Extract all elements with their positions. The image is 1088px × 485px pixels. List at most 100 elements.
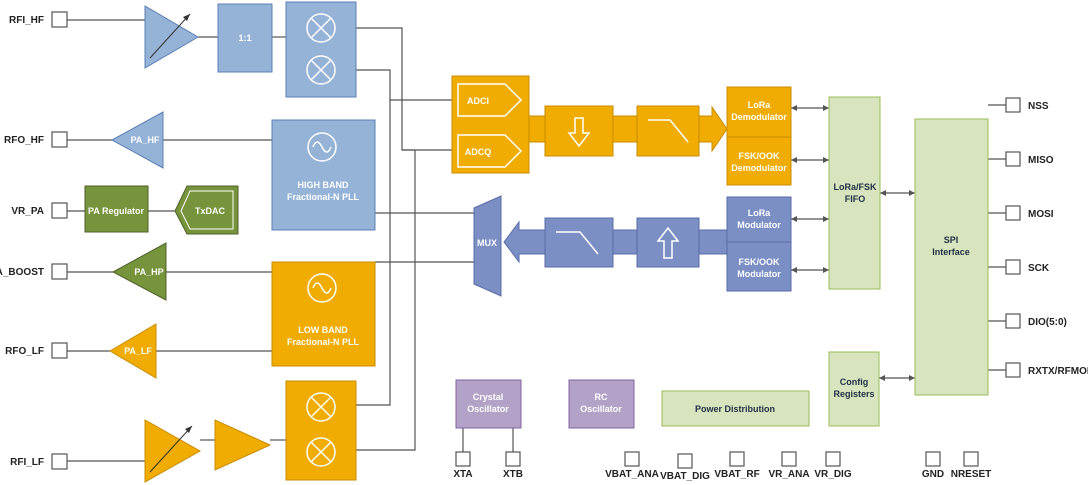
pin-xta[interactable]: XTA [453, 451, 473, 480]
svg-text:Fractional-N PLL: Fractional-N PLL [287, 192, 360, 202]
pin-vr-ana[interactable]: VR_ANA [768, 451, 810, 480]
svg-text:FSK/OOK: FSK/OOK [738, 151, 780, 161]
mux: MUX [473, 195, 502, 297]
pin-nss[interactable]: NSS [1005, 97, 1049, 113]
svg-text:Fractional-N PLL: Fractional-N PLL [287, 337, 360, 347]
low-band-pll: LOW BAND Fractional-N PLL [271, 261, 376, 367]
pin-rfi-lf[interactable]: RFI_LF [10, 453, 68, 470]
mixer-icon [306, 392, 336, 422]
svg-text:PA Regulator: PA Regulator [88, 206, 145, 216]
svg-text:ADCQ: ADCQ [465, 147, 492, 157]
svg-text:Oscillator: Oscillator [467, 404, 509, 414]
svg-text:RXTX/RFMOD: RXTX/RFMOD [1028, 366, 1088, 377]
pin-rfo-lf[interactable]: RFO_LF [5, 342, 68, 359]
ratio-block: 1:1 [217, 3, 273, 73]
svg-text:SCK: SCK [1028, 263, 1050, 274]
svg-text:GND: GND [922, 469, 944, 480]
svg-text:MOSI: MOSI [1028, 209, 1054, 220]
lora-modulator: LoRa Modulator [726, 196, 792, 243]
hf-mixers [285, 1, 357, 98]
pin-miso[interactable]: MISO [1005, 151, 1054, 167]
hf-lna [144, 5, 199, 69]
svg-text:RC: RC [595, 392, 608, 402]
svg-text:PA_HP: PA_HP [134, 267, 163, 277]
svg-text:FIFO: FIFO [845, 194, 866, 204]
svg-text:Config: Config [840, 377, 869, 387]
pin-vbat-dig[interactable]: VBAT_DIG [660, 453, 710, 482]
lora-demodulator: LoRa Demodulator [726, 86, 792, 138]
pin-xtb[interactable]: XTB [503, 451, 523, 480]
svg-text:XTA: XTA [453, 469, 472, 480]
svg-text:ADCI: ADCI [467, 96, 489, 106]
power-distribution: Power Distribution [661, 390, 810, 427]
lf-lna [144, 419, 202, 483]
lf-buffer [214, 419, 272, 471]
pin-rxtx-rfmod[interactable]: RXTX/RFMOD [1005, 362, 1088, 378]
svg-text:Power Distribution: Power Distribution [695, 404, 775, 414]
svg-text:Demodulator: Demodulator [731, 163, 787, 173]
svg-text:VBAT_RF: VBAT_RF [714, 469, 759, 480]
right-pins: NSS MISO MOSI SCK DIO(5:0) RXTX/RFMOD [1005, 97, 1088, 378]
pa-regulator: PA Regulator [84, 185, 149, 233]
adc-block: ADCI ADCQ [451, 75, 530, 174]
pin-vbat-ana[interactable]: VBAT_ANA [605, 451, 659, 480]
oscillator-icon [307, 273, 337, 303]
pin-gnd[interactable]: GND [922, 451, 944, 480]
pa-lf: PA_LF [109, 323, 157, 379]
oscillator-icon [307, 132, 337, 162]
fsk-modulator: FSK/OOK Modulator [726, 241, 792, 292]
svg-text:VBAT_DIG: VBAT_DIG [660, 471, 710, 482]
svg-text:PA_HF: PA_HF [131, 135, 160, 145]
pin-pa-boost[interactable]: PA_BOOST [0, 263, 68, 280]
pin-nreset[interactable]: NRESET [951, 451, 992, 480]
svg-text:VR_ANA: VR_ANA [768, 469, 809, 480]
svg-text:VBAT_ANA: VBAT_ANA [605, 469, 659, 480]
bus-arrows [791, 105, 915, 381]
config-registers: Config Registers [828, 351, 880, 427]
svg-text:RFO_LF: RFO_LF [5, 346, 44, 357]
pin-vr-dig[interactable]: VR_DIG [814, 451, 852, 480]
svg-text:LOW BAND: LOW BAND [298, 325, 348, 335]
rc-oscillator: RC Oscillator [568, 379, 635, 429]
svg-text:SPI: SPI [944, 235, 959, 245]
rx-lowpass-filter [636, 105, 700, 157]
pin-vr-pa[interactable]: VR_PA [11, 202, 68, 219]
bottom-pins: XTA XTB VBAT_ANA VBAT_DIG VBAT_RF VR_ANA… [453, 451, 992, 482]
pin-mosi[interactable]: MOSI [1005, 205, 1054, 221]
pin-sck[interactable]: SCK [1005, 259, 1050, 275]
pin-dio[interactable]: DIO(5:0) [1005, 313, 1067, 329]
svg-text:LoRa: LoRa [748, 208, 771, 218]
decimation-block [544, 105, 614, 157]
svg-text:MISO: MISO [1028, 155, 1054, 166]
left-pins: RFI_HF RFO_HF VR_PA PA_BOOST RFO_LF RFI_… [0, 11, 68, 470]
svg-text:Crystal: Crystal [473, 392, 504, 402]
svg-text:RFI_HF: RFI_HF [9, 15, 44, 26]
svg-text:VR_PA: VR_PA [11, 206, 44, 217]
tx-lowpass-filter [544, 217, 614, 268]
svg-text:RFO_HF: RFO_HF [4, 135, 44, 146]
svg-text:HIGH BAND: HIGH BAND [298, 180, 349, 190]
crystal-oscillator: Crystal Oscillator [455, 379, 522, 429]
svg-text:1:1: 1:1 [238, 33, 251, 43]
pin-rfo-hf[interactable]: RFO_HF [4, 131, 68, 148]
svg-text:TxDAC: TxDAC [195, 206, 226, 216]
lf-mixers [285, 380, 357, 481]
pin-rfi-hf[interactable]: RFI_HF [9, 11, 68, 28]
pa-hp: PA_HP [111, 242, 167, 301]
svg-text:PA_BOOST: PA_BOOST [0, 267, 44, 278]
svg-text:FSK/OOK: FSK/OOK [738, 257, 780, 267]
svg-text:Modulator: Modulator [737, 269, 781, 279]
pin-vbat-rf[interactable]: VBAT_RF [714, 451, 760, 480]
svg-text:RFI_LF: RFI_LF [10, 457, 44, 468]
svg-text:DIO(5:0): DIO(5:0) [1028, 317, 1067, 328]
svg-text:NRESET: NRESET [951, 469, 992, 480]
fifo: LoRa/FSK FIFO [828, 96, 881, 290]
interpolation-block [636, 217, 700, 268]
svg-text:VR_DIG: VR_DIG [814, 469, 851, 480]
mixer-icon [306, 437, 336, 467]
svg-text:Registers: Registers [833, 389, 874, 399]
svg-text:NSS: NSS [1028, 101, 1049, 112]
svg-text:Modulator: Modulator [737, 220, 781, 230]
fsk-demodulator: FSK/OOK Demodulator [726, 136, 792, 186]
high-band-pll: HIGH BAND Fractional-N PLL [271, 119, 376, 231]
